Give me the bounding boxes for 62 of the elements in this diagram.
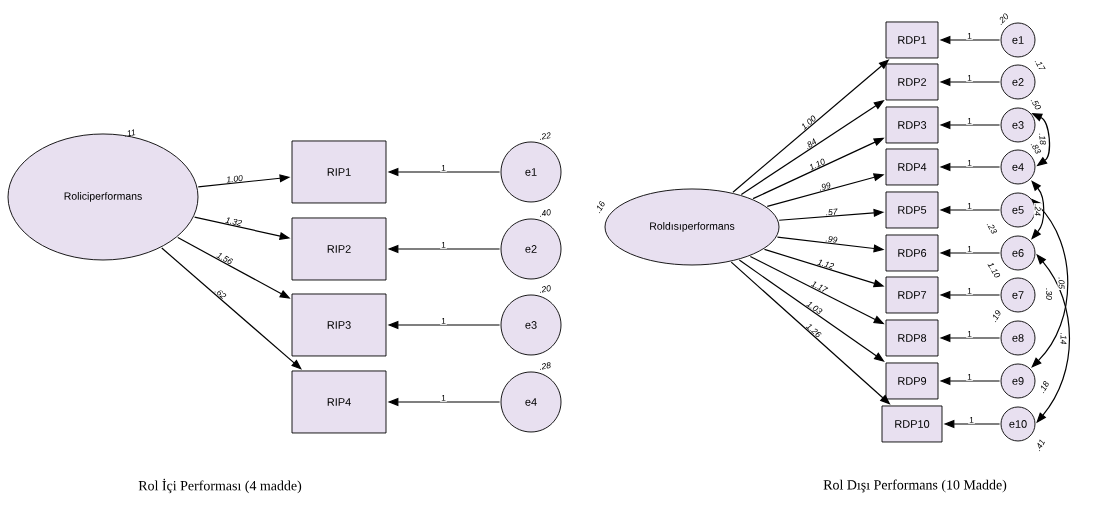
- edge-label: 1: [966, 329, 973, 338]
- edge-label: 1: [440, 163, 447, 172]
- indicator-box: RIP1: [291, 140, 387, 204]
- edge-label: 1: [966, 116, 973, 125]
- edge-label: .05: [1057, 276, 1066, 291]
- indicator-box: RDP7: [885, 276, 939, 314]
- variance-label: .19: [993, 310, 1001, 323]
- caption: Rol Dışı Performans (10 Madde): [823, 479, 1007, 493]
- indicator-box: RDP6: [885, 234, 939, 272]
- indicator-box: RIP3: [291, 293, 387, 357]
- indicator-box: RDP5: [885, 191, 939, 229]
- variance-label: .28: [540, 362, 551, 370]
- variance-label: .20: [540, 285, 551, 293]
- edge-label: .99: [825, 236, 838, 243]
- edge-label: .14: [1059, 331, 1068, 346]
- edge-label: 1: [966, 286, 973, 295]
- edge-label: 1.03: [806, 302, 823, 314]
- arrow: [1031, 180, 1045, 240]
- caption: Rol İçi Performası (4 madde): [138, 478, 302, 494]
- edge-label: 1: [966, 158, 973, 167]
- edge-label: 1: [966, 244, 973, 253]
- variance-label: .50: [1030, 100, 1041, 110]
- indicator-box: RDP3: [885, 106, 939, 144]
- variance-label: .18: [1041, 380, 1049, 394]
- edge-label: 1.56: [216, 253, 233, 264]
- arrow: [738, 259, 885, 362]
- edge-label: 1.00: [226, 175, 243, 183]
- indicator-box: RIP4: [291, 370, 387, 434]
- edge-label: 1: [966, 31, 973, 40]
- indicator-box: RIP2: [291, 217, 387, 281]
- edge-label: .99: [820, 182, 831, 191]
- variance-label: .17: [1034, 61, 1046, 70]
- edge-label: 1.26: [805, 324, 822, 337]
- edge-label: .18: [1037, 131, 1048, 147]
- indicator-box: RDP8: [885, 319, 939, 357]
- edge-label: 1: [966, 372, 973, 381]
- edge-label: 1: [440, 316, 447, 325]
- variance-label: .30: [1046, 288, 1052, 300]
- edge-label: .84: [807, 138, 817, 150]
- indicator-box: RDP2: [885, 63, 939, 101]
- variance-label: .20: [999, 13, 1008, 25]
- edge-label: 1: [968, 415, 975, 424]
- indicator-box: RDP10: [881, 405, 943, 443]
- edge-label: 1: [966, 73, 973, 82]
- edge-label: 1.32: [225, 217, 242, 226]
- edge-label: 1: [440, 393, 447, 402]
- variance-label: .41: [1037, 439, 1046, 452]
- indicator-box: RDP9: [885, 362, 939, 400]
- indicator-box: RDP1: [885, 21, 939, 59]
- variance-label: .23: [986, 224, 997, 234]
- indicator-box: RDP4: [885, 148, 939, 186]
- edge-label: .24: [1033, 203, 1042, 217]
- edge-label: 1: [440, 240, 447, 249]
- variance-label: .40: [540, 209, 551, 217]
- edge-label: 1.10: [810, 158, 825, 171]
- edge-label: .62: [214, 290, 227, 299]
- edge-label: 1: [966, 201, 973, 210]
- variance-label: .22: [540, 132, 551, 140]
- edge-label: .57: [826, 208, 838, 216]
- variance-label: .16: [597, 200, 605, 214]
- edge-label: 1.12: [817, 259, 835, 269]
- edge-label: 1.17: [810, 281, 829, 292]
